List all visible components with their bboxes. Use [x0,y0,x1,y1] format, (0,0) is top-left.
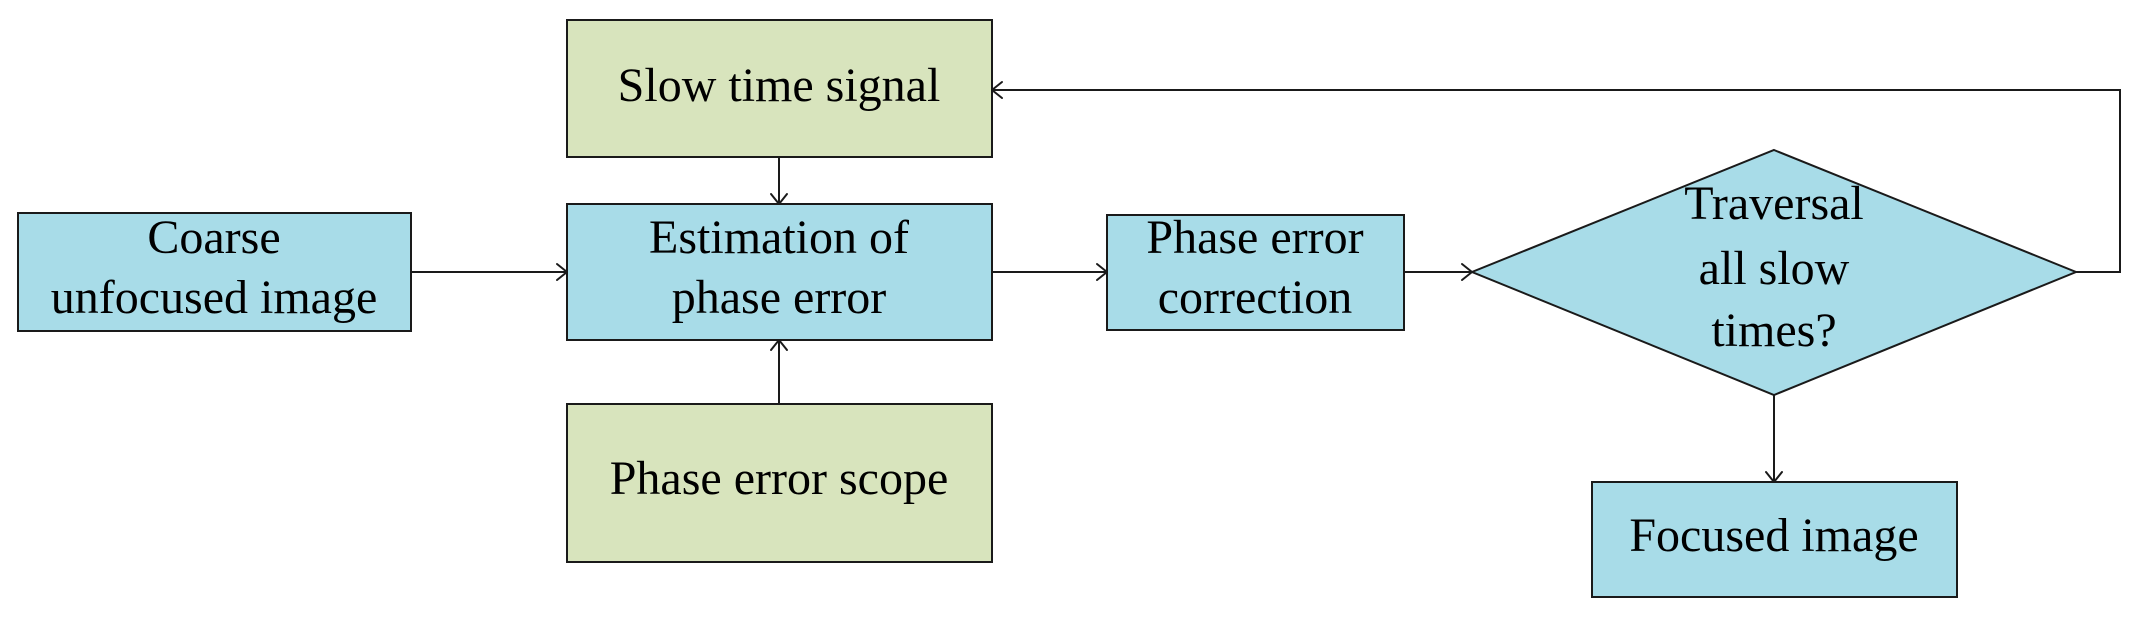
arrow-correction-to-decision [1404,263,1473,281]
coarse-unfocused-image-node: Coarse unfocused image [17,211,412,332]
focused-image-node: Focused image [1591,481,1958,598]
slow-time-signal-node: Slow time signal [566,19,993,158]
arrow-decision-to-focused-image [1765,395,1783,483]
traversal-decision-label-line1: Traversal [1684,177,1864,230]
slow-time-signal-label: Slow time signal [618,59,941,112]
coarse-unfocused-image-label-line1: Coarse [147,211,280,264]
arrow-coarse-to-estimation [411,263,568,281]
traversal-decision-label-line3: times? [1711,304,1836,357]
estimation-of-phase-error-label-line2: phase error [672,271,887,324]
phase-error-scope-node: Phase error scope [566,403,993,563]
estimation-of-phase-error-node: Estimation of phase error [566,203,993,341]
phase-error-scope-label: Phase error scope [610,452,949,505]
arrow-slow-time-to-estimation [770,157,788,205]
phase-error-correction-node: Phase error correction [1106,211,1405,331]
estimation-of-phase-error-label-line1: Estimation of [649,211,909,264]
phase-error-correction-label-line1: Phase error [1146,211,1363,264]
arrow-loop-back-to-slow-time [991,81,2121,273]
arrow-estimation-to-correction [992,263,1108,281]
arrow-scope-to-estimation [770,339,788,404]
coarse-unfocused-image-label-line2: unfocused image [51,271,378,324]
phase-error-correction-label-line2: correction [1158,271,1353,324]
focused-image-label: Focused image [1629,509,1918,562]
traversal-decision-label-line2: all slow [1699,242,1850,295]
traversal-decision-node: Traversal all slow times? [1469,148,2079,397]
